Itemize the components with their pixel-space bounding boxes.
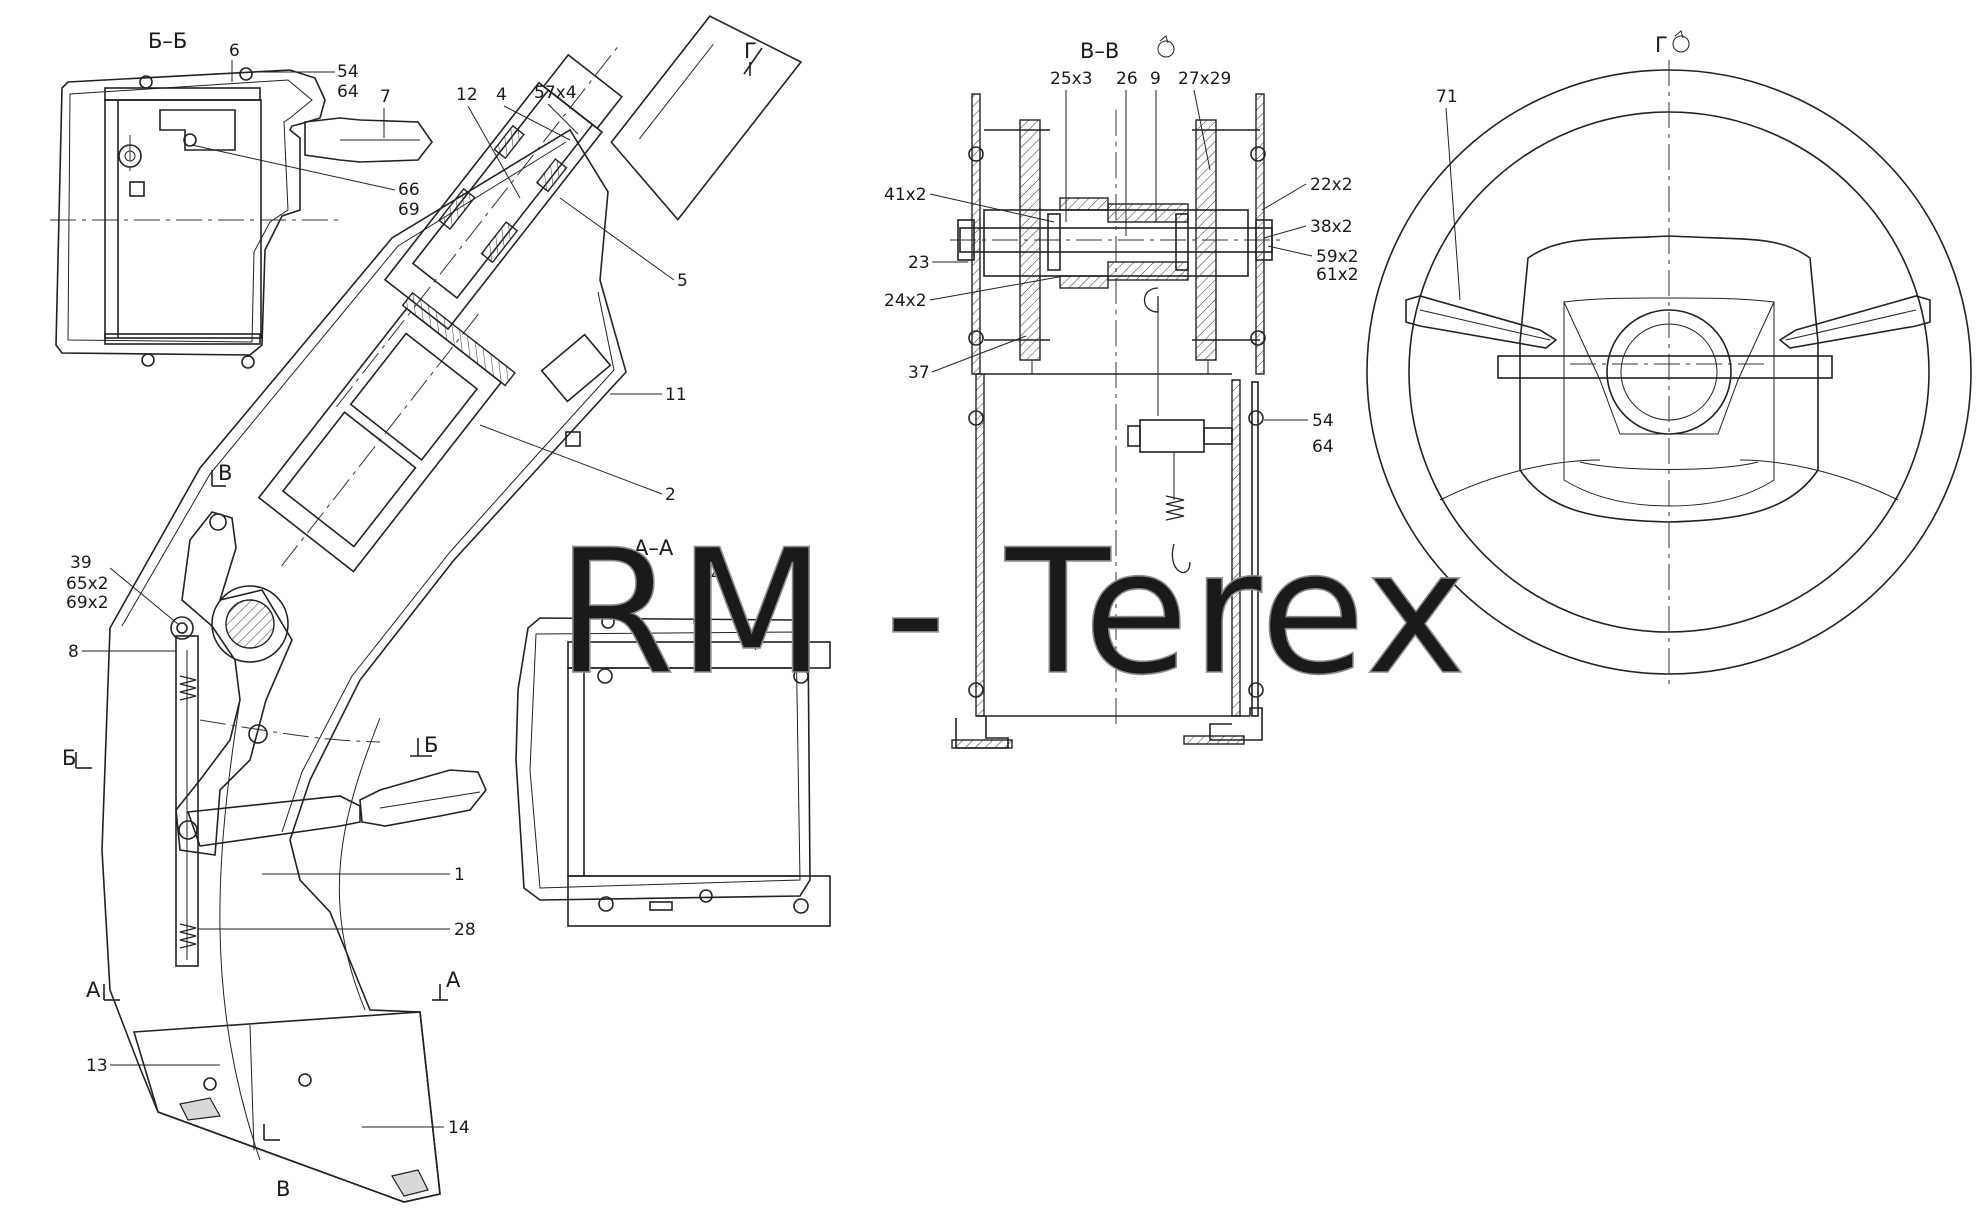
side-view-column: [101, 15, 803, 1203]
callout-11: 11: [665, 385, 687, 405]
callout-27x29: 27x29: [1178, 69, 1231, 89]
callout-2: 2: [665, 485, 676, 505]
callout-66: 66: [398, 180, 420, 200]
cut-mark-a-right: А: [446, 968, 461, 992]
view-rotation-icon: [1672, 35, 1690, 53]
callout-39: 39: [70, 553, 92, 573]
cut-mark-v-lower: В: [276, 1177, 290, 1201]
cut-mark-b-right: Б: [424, 733, 438, 757]
callout-vv-54: 54: [1312, 411, 1334, 431]
rotation-icon: [1157, 40, 1175, 58]
callout-38x2: 38x2: [1310, 217, 1353, 237]
callout-12: 12: [456, 85, 478, 105]
view-label-g: Г: [1655, 33, 1668, 57]
callout-22x2: 22x2: [1310, 175, 1353, 195]
callout-57x4: 57x4: [534, 83, 577, 103]
callout-65x2: 65x2: [66, 574, 109, 594]
callout-vv-64: 64: [1312, 437, 1334, 457]
callout-13: 13: [86, 1056, 108, 1076]
callout-71: 71: [1436, 87, 1458, 107]
callout-aa-54: 54: [700, 545, 722, 565]
callout-28: 28: [454, 920, 476, 940]
callout-24x2: 24x2: [884, 291, 927, 311]
callout-1: 1: [454, 865, 465, 885]
callout-7: 7: [380, 87, 391, 107]
section-aa-view: [515, 615, 831, 927]
callout-41x2: 41x2: [884, 185, 927, 205]
section-label-bb: Б–Б: [148, 29, 187, 53]
callout-59x2: 59x2: [1316, 247, 1359, 267]
cut-mark-a-left: А: [86, 978, 101, 1002]
callout-26: 26: [1116, 69, 1138, 89]
callout-54: 54: [337, 62, 359, 82]
callout-69: 69: [398, 200, 420, 220]
cut-mark-g: Г: [744, 39, 757, 63]
cut-mark-v-upper: В: [218, 461, 232, 485]
cut-mark-b-left: Б: [62, 746, 76, 770]
cut-marks: [75, 47, 763, 1141]
callout-23: 23: [908, 253, 930, 273]
watermark: RM - Terex: [556, 512, 1469, 713]
callout-37: 37: [908, 363, 930, 383]
callout-9: 9: [1150, 69, 1161, 89]
callout-14: 14: [448, 1118, 470, 1138]
section-label-aa: А–А: [634, 536, 674, 560]
callout-5: 5: [677, 271, 688, 291]
section-vv-view: [950, 93, 1282, 749]
callout-61x2: 61x2: [1316, 265, 1359, 285]
callout-6: 6: [229, 41, 240, 61]
section-bb-view: [50, 67, 433, 369]
callout-4: 4: [496, 85, 507, 105]
view-rotation-arrow-icon: [1674, 30, 1684, 39]
rotation-arrow-icon: [1159, 35, 1169, 44]
callout-64: 64: [337, 82, 359, 102]
callout-69x2: 69x2: [66, 593, 109, 613]
section-label-vv: В–В: [1080, 39, 1119, 63]
callout-aa-64: 64: [700, 565, 722, 585]
callout-8: 8: [68, 642, 79, 662]
callout-25x3: 25x3: [1050, 69, 1093, 89]
view-g-steering-wheel: [1366, 60, 1972, 690]
